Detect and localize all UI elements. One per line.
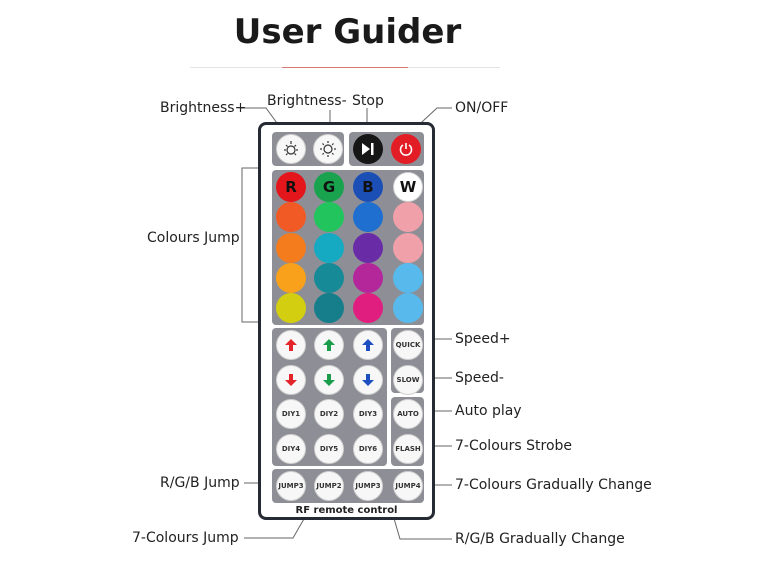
jump-button-3[interactable]: JUMP3	[353, 471, 383, 501]
colour-button-r1-c2[interactable]: G	[314, 172, 344, 202]
arrow-down-icon	[285, 374, 297, 386]
slow-label: SLOW	[396, 376, 420, 384]
arrow-down-icon	[362, 374, 374, 386]
diy1-label: DIY1	[281, 410, 301, 418]
jump-label-1: JUMP3	[278, 482, 304, 490]
colour-button-r1-c4[interactable]: W	[393, 172, 423, 202]
arrow-up-icon	[362, 339, 374, 351]
callout-on-off: ON/OFF	[455, 100, 509, 116]
callout-stop: Stop	[352, 93, 384, 109]
jump-label-4: JUMP4	[395, 482, 421, 490]
diy5-label: DIY5	[319, 445, 339, 453]
colour-button-r5-c1[interactable]	[276, 293, 306, 323]
page-title: User Guider	[233, 12, 462, 52]
arrow-up-icon	[285, 339, 297, 351]
blue-down-button[interactable]	[353, 365, 383, 395]
callout-strobe: 7-Colours Strobe	[455, 438, 573, 454]
colour-letter-w: W	[399, 178, 417, 196]
colour-button-r1-c3[interactable]: B	[353, 172, 383, 202]
quick-button[interactable]: QUICK	[393, 330, 423, 360]
brightness-up-button[interactable]	[276, 134, 306, 164]
callout-colours-jump: Colours Jump	[147, 230, 240, 246]
red-down-button[interactable]	[276, 365, 306, 395]
diy2-label: DIY2	[319, 410, 339, 418]
colour-button-r4-c3[interactable]	[353, 263, 383, 293]
callout-speed-up: Speed+	[455, 331, 511, 347]
jump-label-2: JUMP2	[316, 482, 342, 490]
power-icon	[399, 143, 413, 156]
play-pause-button[interactable]	[353, 134, 383, 164]
colour-button-r4-c4[interactable]	[393, 263, 423, 293]
jump-button-4[interactable]: JUMP4	[393, 471, 423, 501]
title-divider	[190, 67, 500, 68]
colour-button-r3-c1[interactable]	[276, 233, 306, 263]
auto-label: AUTO	[397, 410, 419, 418]
callout-brightness-down: Brightness-	[267, 93, 347, 109]
arrow-down-icon	[323, 374, 335, 386]
colour-letter-g: G	[322, 178, 336, 196]
red-up-button[interactable]	[276, 330, 306, 360]
colour-button-r5-c2[interactable]	[314, 293, 344, 323]
colour-button-r2-c1[interactable]	[276, 202, 306, 232]
colour-button-r1-c1[interactable]: R	[276, 172, 306, 202]
play-pause-icon	[362, 143, 374, 155]
title-divider-accent	[282, 67, 408, 68]
jump-label-3: JUMP3	[355, 482, 381, 490]
colour-button-r2-c3[interactable]	[353, 202, 383, 232]
brightness-down-button[interactable]	[313, 134, 343, 164]
callout-gradual7: 7-Colours Gradually Change	[455, 477, 652, 493]
blue-up-button[interactable]	[353, 330, 383, 360]
diy4-button[interactable]: DIY4	[276, 434, 306, 464]
auto-button[interactable]: AUTO	[393, 399, 423, 429]
colour-button-r4-c2[interactable]	[314, 263, 344, 293]
jump-button-2[interactable]: JUMP2	[314, 471, 344, 501]
colour-button-r2-c4[interactable]	[393, 202, 423, 232]
colour-button-r3-c3[interactable]	[353, 233, 383, 263]
slow-button[interactable]: SLOW	[393, 365, 423, 395]
diy3-button[interactable]: DIY3	[353, 399, 383, 429]
callout-brightness-up: Brightness+	[160, 100, 247, 116]
diy4-label: DIY4	[281, 445, 301, 453]
flash-label: FLASH	[395, 445, 421, 453]
colour-letter-r: R	[285, 178, 297, 196]
callout-rgb-gradual: R/G/B Gradually Change	[455, 531, 625, 547]
diy3-label: DIY3	[358, 410, 378, 418]
callout-jump7: 7-Colours Jump	[132, 530, 239, 546]
diy5-button[interactable]: DIY5	[314, 434, 344, 464]
flash-button[interactable]: FLASH	[393, 434, 423, 464]
power-button[interactable]	[391, 134, 421, 164]
colour-button-r5-c4[interactable]	[393, 293, 423, 323]
colour-button-r5-c3[interactable]	[353, 293, 383, 323]
callout-speed-down: Speed-	[455, 370, 504, 386]
diy1-button[interactable]: DIY1	[276, 399, 306, 429]
quick-label: QUICK	[395, 341, 421, 349]
colour-button-r3-c2[interactable]	[314, 233, 344, 263]
green-up-button[interactable]	[314, 330, 344, 360]
colour-button-r4-c1[interactable]	[276, 263, 306, 293]
remote-label: RF remote control	[295, 505, 398, 516]
colour-button-r2-c2[interactable]	[314, 202, 344, 232]
green-down-button[interactable]	[314, 365, 344, 395]
diy2-button[interactable]: DIY2	[314, 399, 344, 429]
sun-plus-icon	[284, 141, 298, 156]
diy6-label: DIY6	[358, 445, 378, 453]
sun-minus-icon	[320, 141, 336, 157]
jump-button-1[interactable]: JUMP3	[276, 471, 306, 501]
remote-control: R G B W QUICK SLOW DIY1 DIY2 DIY3 DIY4 DIY5…	[258, 122, 435, 520]
callout-rgb-jump: R/G/B Jump	[160, 475, 240, 491]
arrow-up-icon	[323, 339, 335, 351]
diy6-button[interactable]: DIY6	[353, 434, 383, 464]
callout-auto-play: Auto play	[455, 403, 522, 419]
colour-button-r3-c4[interactable]	[393, 233, 423, 263]
colour-letter-b: B	[362, 178, 374, 196]
